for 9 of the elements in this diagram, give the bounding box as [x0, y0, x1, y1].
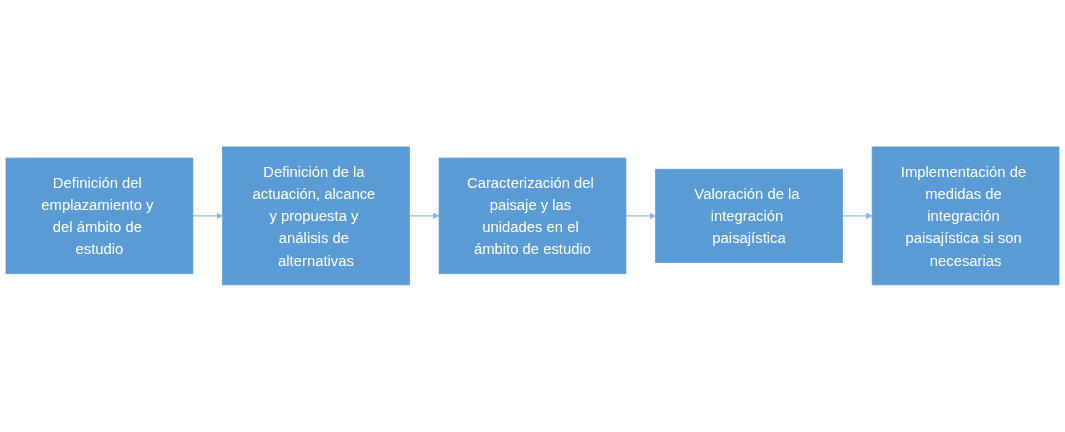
arrow	[408, 212, 440, 220]
arrow	[841, 212, 873, 220]
node-box: Implementación de medidas de integración paisajística si son necesarias	[871, 146, 1060, 286]
arrow	[192, 212, 223, 220]
node-box: Definición de la actuación, alcance y propuesta y análisis de alternativas	[222, 146, 410, 286]
arrow	[625, 212, 656, 220]
node-box: Valoración de la integración paisajística	[655, 168, 843, 264]
node-box: Caracterización del paisaje y las unidades en el ámbito de estudio	[438, 157, 627, 275]
node-box: Definición del emplazamiento y del ámbito de estudio	[5, 157, 194, 275]
